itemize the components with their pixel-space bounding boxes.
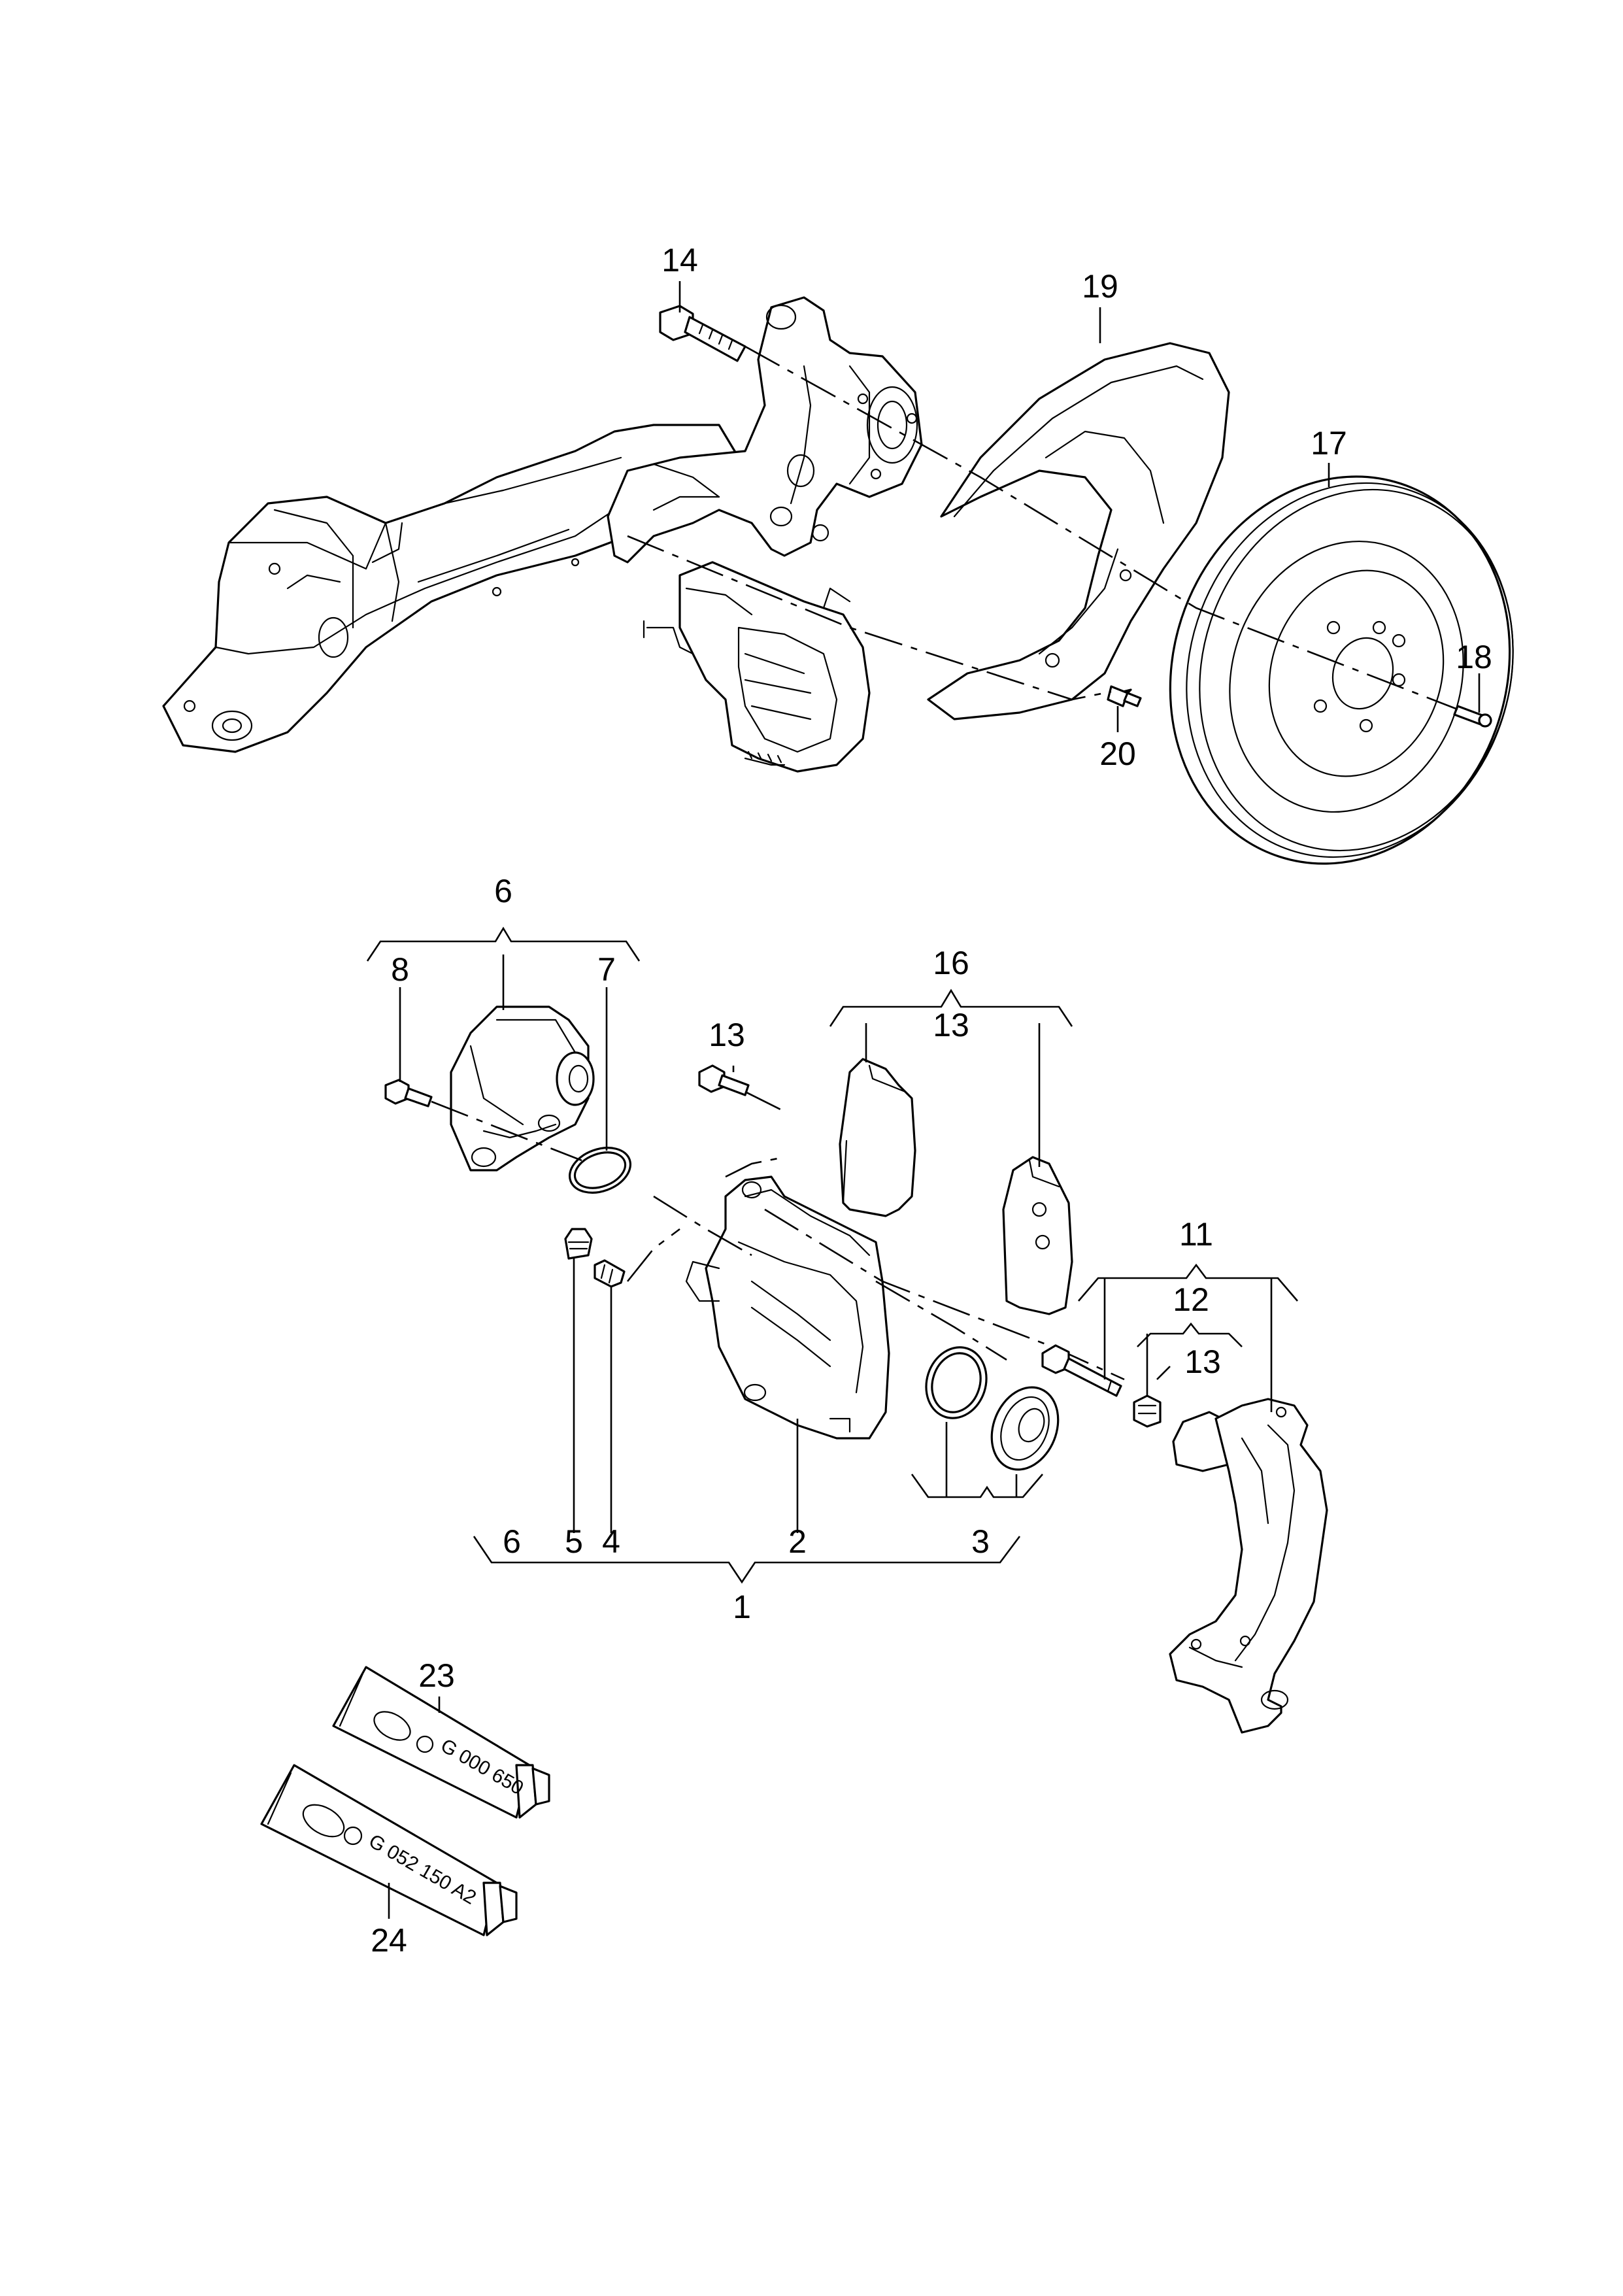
wheel-carrier <box>607 296 923 564</box>
label-7: 7 <box>597 951 616 988</box>
bracket-6-top <box>366 926 641 962</box>
grease-tube-24: G 052 150 A2 <box>260 1764 518 1936</box>
caliper-top <box>643 561 871 773</box>
label-23: 23 <box>418 1657 455 1694</box>
bolt-14 <box>659 305 746 362</box>
label-1: 1 <box>733 1589 751 1625</box>
label-5: 5 <box>565 1523 583 1560</box>
guide-bolt <box>1041 1344 1122 1397</box>
trailing-arm <box>162 424 740 753</box>
leader-lines-middle <box>399 954 1041 1533</box>
bracket-13-right <box>1156 1366 1171 1380</box>
label-16: 16 <box>933 945 969 981</box>
label-4: 4 <box>602 1523 620 1560</box>
bracket-12 <box>1137 1322 1243 1396</box>
bracket-1 <box>473 1536 1021 1584</box>
label-8: 8 <box>391 951 409 988</box>
label-24: 24 <box>371 1922 407 1959</box>
label-13-bolt: 13 <box>709 1017 745 1053</box>
label-19: 19 <box>1082 268 1118 305</box>
actuator-motor <box>450 1005 595 1172</box>
label-13-pads: 13 <box>933 1007 969 1043</box>
guide-bush-12 <box>1133 1394 1162 1428</box>
o-ring-7 <box>568 1147 632 1194</box>
label-6-bottom: 6 <box>503 1523 521 1560</box>
leader-lines-top <box>678 281 1481 732</box>
piston-boot-3 <box>990 1386 1060 1471</box>
label-17: 17 <box>1311 425 1347 462</box>
seal-ring-3 <box>925 1346 988 1419</box>
label-6-top: 6 <box>494 873 512 909</box>
label-11: 11 <box>1179 1216 1213 1253</box>
bracket-11 <box>1078 1263 1298 1412</box>
label-13-right: 13 <box>1184 1343 1221 1380</box>
brake-disc-17 <box>1169 475 1514 865</box>
splash-guard-19 <box>927 342 1230 720</box>
bolt-13 <box>698 1064 750 1096</box>
label-18: 18 <box>1456 639 1492 675</box>
label-12: 12 <box>1173 1281 1209 1318</box>
label-20: 20 <box>1099 735 1136 772</box>
brake-pad-left <box>839 1058 916 1217</box>
label-14: 14 <box>661 242 698 279</box>
bleed-valve-4 <box>594 1259 626 1288</box>
caliper-housing-2 <box>685 1175 890 1440</box>
brake-pad-right <box>1002 1156 1073 1315</box>
bolt-8 <box>384 1079 433 1107</box>
caliper-carrier-11 <box>1169 1398 1328 1734</box>
bleed-cap-5 <box>564 1228 593 1260</box>
centerlines-top <box>627 345 1458 711</box>
centerlines-middle <box>431 1090 1125 1381</box>
bracket-16 <box>829 988 1073 1027</box>
bracket-3 <box>911 1422 1043 1498</box>
bolt-20 <box>1107 685 1142 707</box>
screw-18 <box>1453 705 1492 728</box>
label-3: 3 <box>971 1523 990 1560</box>
label-2: 2 <box>788 1523 807 1560</box>
